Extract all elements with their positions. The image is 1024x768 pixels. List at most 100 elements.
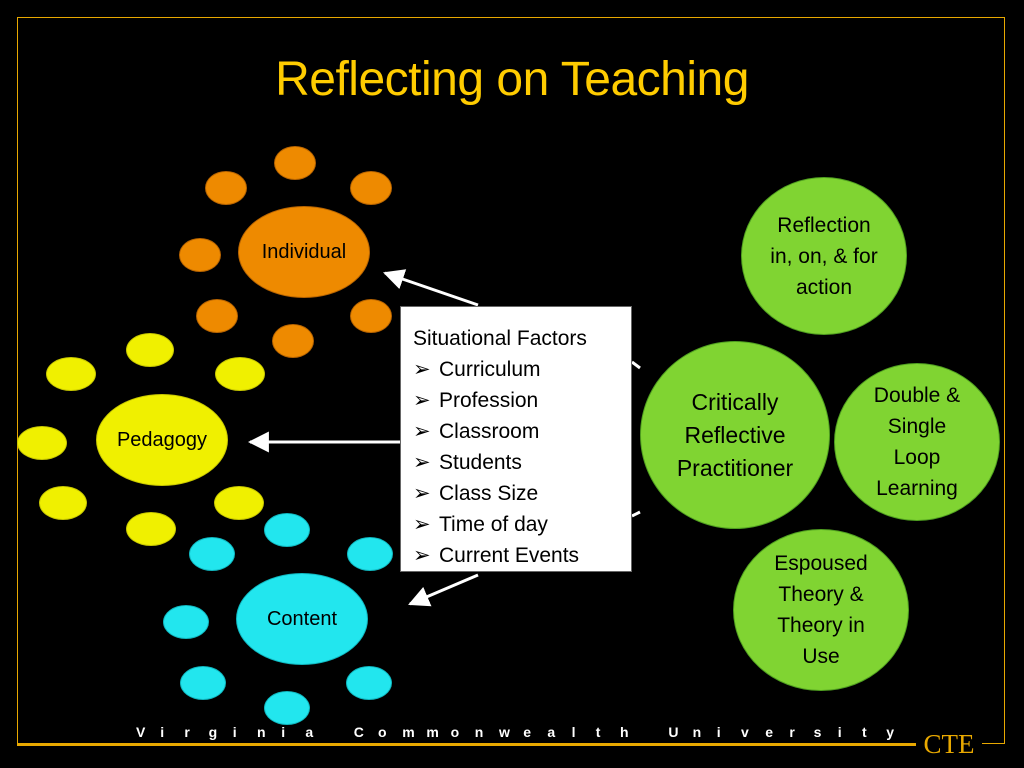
arrow-bullet-icon: ➢ [413,420,431,443]
arrow-bullet-icon: ➢ [413,451,431,474]
footer-letter: s [813,724,822,740]
individual-satellite [205,171,247,205]
espoused-line: Theory & [778,583,864,606]
individual-satellite [274,146,316,180]
content-satellite [347,537,393,571]
footer-letter: o [450,724,460,740]
footer-letter: y [886,724,894,740]
espoused-theory-node: Espoused Theory & Theory in Use [733,529,909,691]
factor-label: Profession [439,389,539,412]
factor-item: ➢Students [413,447,631,478]
factor-label: Curriculum [439,358,541,381]
content-satellite [163,605,209,639]
arrow-bullet-icon: ➢ [413,358,431,381]
cte-logo: CTE [916,726,982,762]
loop-line: Single [887,415,947,438]
footer-letter: i [281,724,286,740]
content-satellite [180,666,226,700]
factor-label: Time of day [439,513,548,536]
pedagogy-satellite [215,357,265,391]
footer-letter: V [136,724,146,740]
reflection-line: Reflection [777,213,871,237]
arrow-bullet-icon: ➢ [413,544,431,567]
arrow-bullet-icon: ➢ [413,482,431,505]
individual-satellite [350,299,392,333]
footer-letter: v [741,724,749,740]
footer-letter: C [353,724,364,740]
practitioner-line: Reflective [684,421,786,448]
espoused-line: Use [802,645,840,668]
individual-satellite [350,171,392,205]
pedagogy-satellite [214,486,264,520]
factor-label: Classroom [439,420,540,443]
footer-letter: i [837,724,842,740]
arrow-bullet-icon: ➢ [413,513,431,536]
factor-item: ➢ Time of day [413,509,631,540]
individual-satellite [179,238,221,272]
espoused-line: Theory in [777,614,865,637]
footer-letter: i [232,724,237,740]
footer-letter: g [208,724,218,740]
content-satellite [189,537,235,571]
factors-heading: Situational Factors [413,327,587,350]
footer-letter: r [789,724,795,740]
reflection-line: in, on, & for [770,244,878,268]
footer-letter: a [547,724,556,740]
footer-letter: m [402,724,415,740]
individual-satellite [196,299,238,333]
footer-letter: U [668,724,679,740]
pedagogy-label: Pedagogy [116,428,208,451]
content-label: Content [266,607,338,630]
footer-letter: i [716,724,721,740]
arrow-to-individual [383,269,479,307]
arrow-to-content [408,573,479,607]
factor-item: ➢ Profession [413,385,631,416]
footer-letter: e [523,724,531,740]
loop-learning-node: Double & Single Loop Learning [834,363,1000,521]
factors-list: ➢ Curriculum ➢ Profession ➢ Classroom ➢Stud… [413,354,631,571]
footer-letter: r [184,724,190,740]
footer-rule [17,744,917,746]
slide-title: Reflecting on Teaching [275,53,749,106]
factor-label: Class Size [439,482,539,505]
pedagogy-satellite [46,357,96,391]
connector-practitioner-top [631,360,641,370]
factor-item: ➢ Class Size [413,478,631,509]
practitioner-line: Practitioner [676,454,794,481]
loop-line: Learning [876,477,958,500]
reflection-node: Reflection in, on, & for action [741,177,907,335]
footer-letter: t [595,724,601,740]
footer-letter: w [499,724,510,740]
footer-letter: n [257,724,266,740]
factor-item: ➢Current Events [413,540,631,571]
footer-letter: t [862,724,867,740]
individual-label: Individual [261,240,347,263]
content-satellite [264,513,310,547]
footer-letter: n [692,724,702,740]
footer-letter: o [378,724,387,740]
slide-frame [17,17,1005,744]
footer-letter: n [474,724,484,740]
pedagogy-satellite [17,426,67,460]
footer-letter: h [620,724,629,740]
factor-item: ➢ Classroom [413,416,631,447]
content-satellite [346,666,392,700]
footer-letter: l [571,724,576,740]
pedagogy-node: Pedagogy [96,394,228,486]
pedagogy-satellite [126,333,174,367]
practitioner-node: Critically Reflective Practitioner [640,341,830,529]
footer-letter: m [426,724,439,740]
loop-line: Double & [873,384,961,407]
content-node: Content [236,573,368,665]
reflection-line: action [795,275,853,299]
content-satellite [264,691,310,725]
footer-letter: e [765,724,773,740]
situational-factors-box: Situational Factors ➢ Curriculum ➢ Profess… [400,306,632,572]
pedagogy-satellite [126,512,176,546]
espoused-line: Espoused [774,552,868,575]
footer-letter: i [160,724,165,740]
factor-item: ➢ Curriculum [413,354,631,385]
individual-node: Individual [238,206,370,298]
arrow-bullet-icon: ➢ [413,389,431,412]
